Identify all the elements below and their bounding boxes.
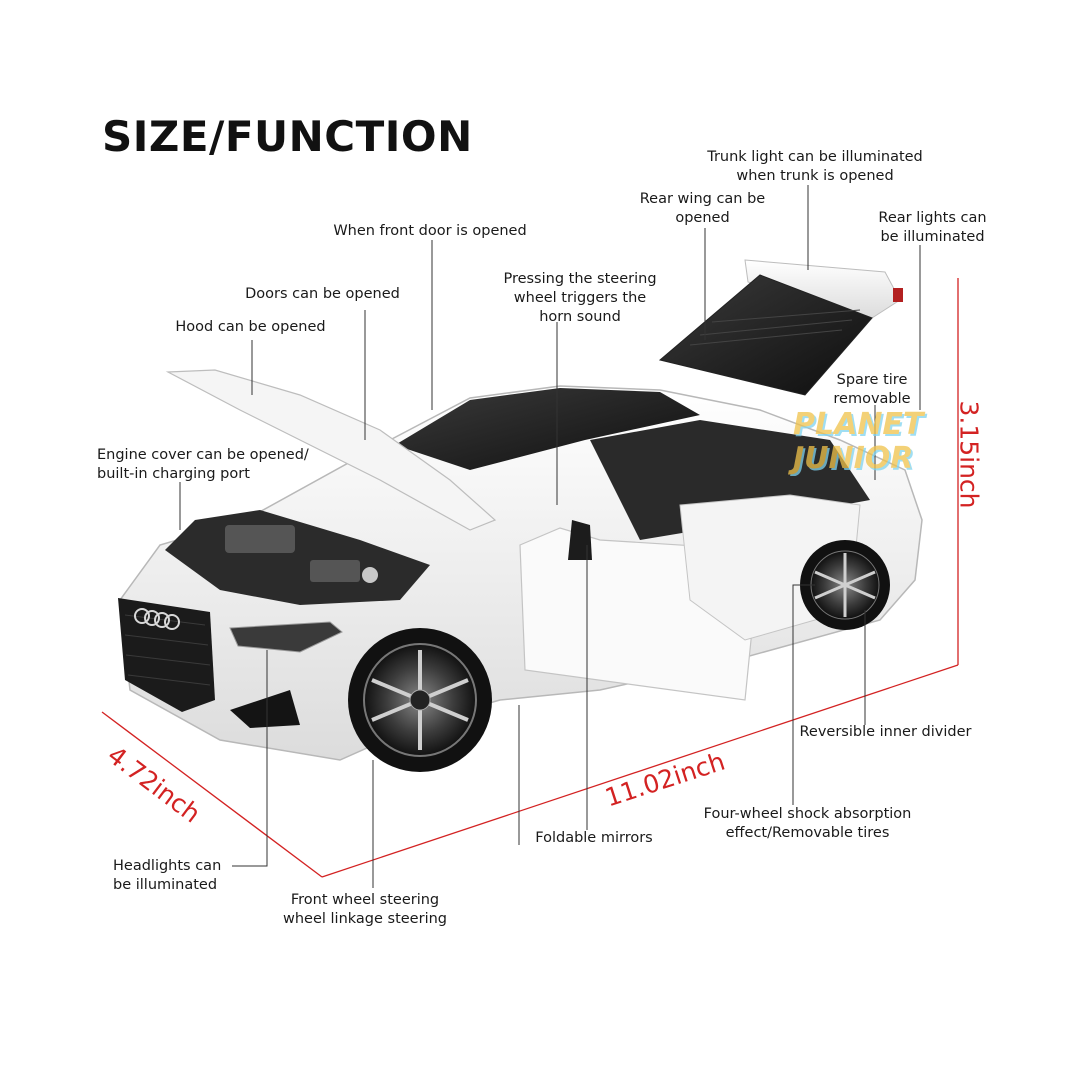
width-dimension-line	[101, 711, 323, 878]
rear-wheel	[800, 540, 890, 630]
callout-headlights: Headlights can be illuminated	[113, 858, 222, 893]
front-intake	[230, 690, 300, 728]
callout-hood: Hood can be opened	[175, 319, 326, 335]
audi-rings-icon	[134, 608, 180, 630]
callout-rear-wing: Rear wing can be opened	[639, 191, 766, 226]
front-grille	[118, 598, 215, 712]
callout-foldable-mirrors: Foldable mirrors	[535, 830, 653, 846]
callout-doors: Doors can be opened	[245, 286, 400, 302]
leader-lines	[179, 185, 921, 888]
callout-steering-horn: Pressing the steering wheel triggers the…	[503, 271, 657, 325]
roof-glass	[395, 388, 700, 470]
trunk-lid	[658, 259, 903, 396]
callout-front-wheel: Front wheel steering wheel linkage steer…	[282, 892, 447, 927]
page-title: SIZE/FUNCTION	[102, 112, 473, 161]
rear-light-icon	[893, 288, 903, 302]
open-hood	[165, 369, 497, 531]
side-mirror	[568, 520, 592, 560]
callout-rear-lights: Rear lights can be illuminated	[878, 210, 987, 245]
callout-shock-absorption: Four-wheel shock absorption effect/Remov…	[703, 806, 912, 841]
dimension-lines	[101, 278, 959, 878]
callout-engine-cover: Engine cover can be opened/ built-in cha…	[97, 447, 309, 482]
headlight	[229, 621, 343, 653]
callout-trunk-light: Trunk light can be illuminated when trun…	[707, 149, 923, 184]
brand-watermark: PLANET JUNIOR	[793, 407, 924, 476]
front-wheel	[348, 628, 492, 772]
height-dimension-label: 3.15inch	[954, 400, 984, 509]
callout-inner-divider: Reversible inner divider	[799, 724, 972, 740]
length-dimension-line	[321, 664, 959, 878]
callout-front-door: When front door is opened	[333, 223, 527, 239]
callout-spare-tire: Spare tire removable	[833, 372, 911, 407]
